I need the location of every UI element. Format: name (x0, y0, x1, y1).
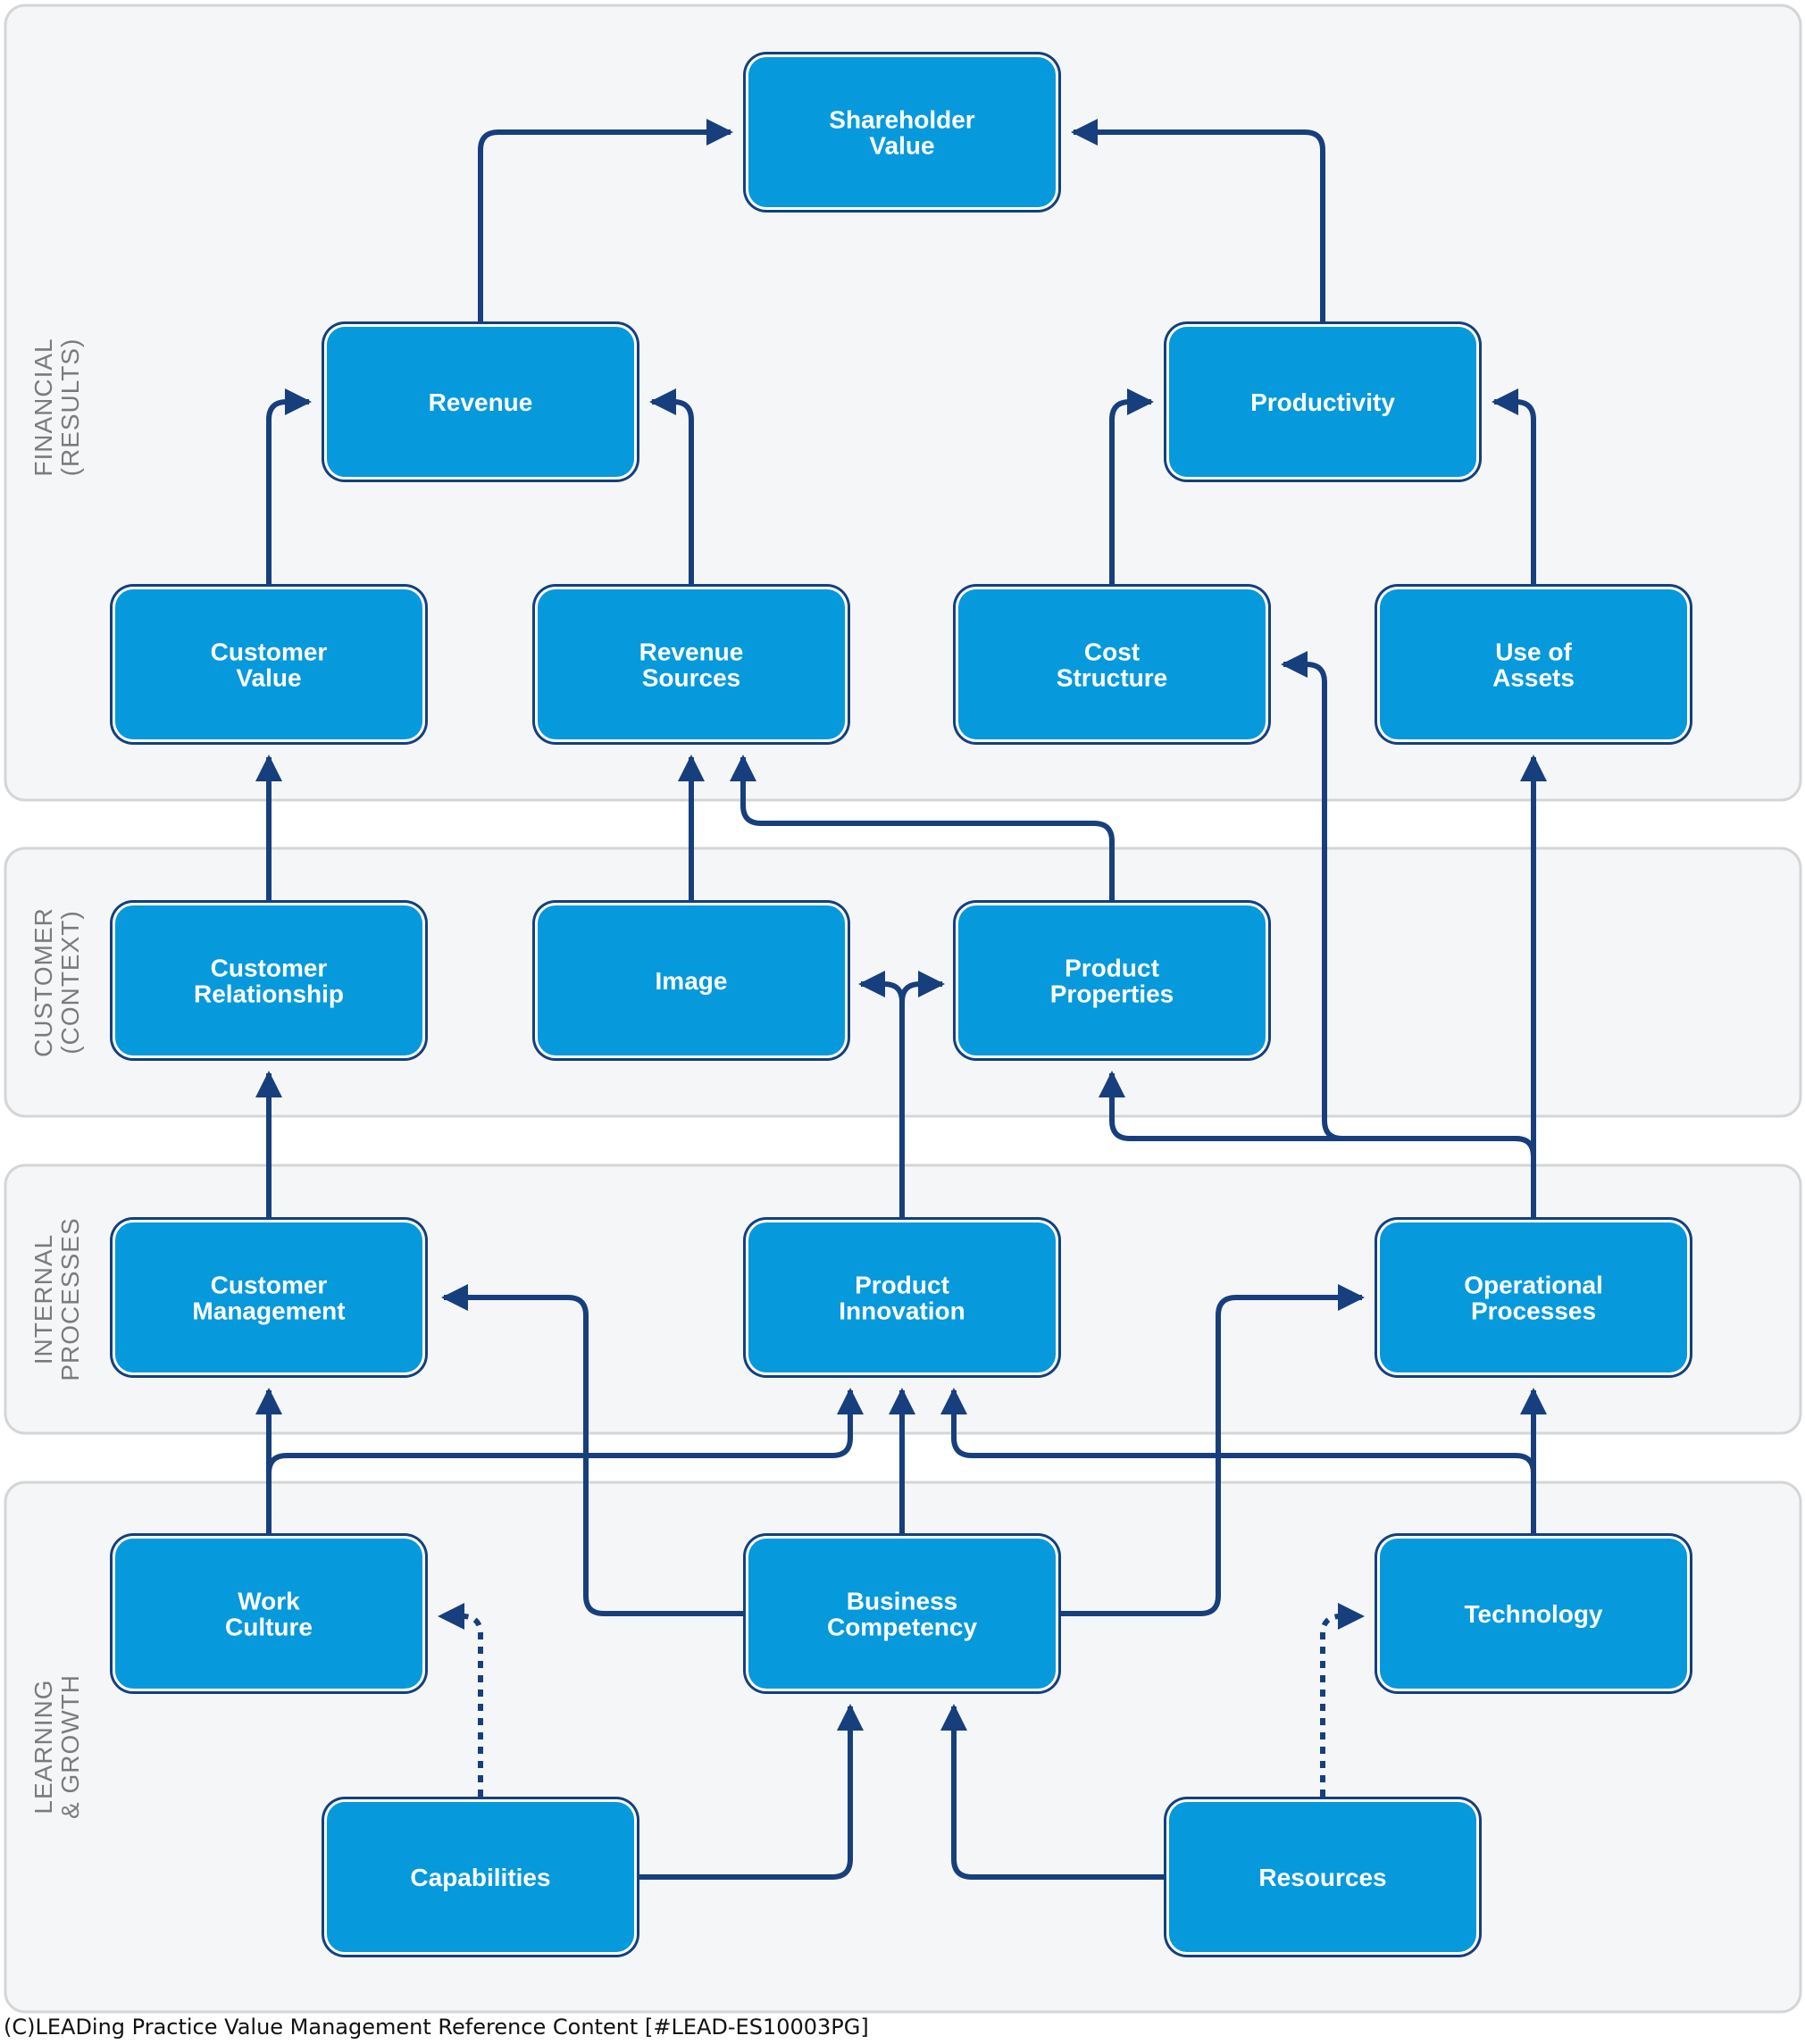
arrow-capabilities-to-work-culture (438, 1603, 483, 1797)
arrow-customer-value-to-revenue (266, 388, 312, 584)
arrow-revenue-sources-to-revenue (649, 388, 694, 584)
arrow-resources-to-technology (1320, 1603, 1365, 1797)
lane-customer: CUSTOMER(CONTEXT) (4, 847, 1802, 1118)
arrow-resources-to-business-competency (940, 1704, 1164, 1880)
arrow-productivity-to-shareholder-value (1071, 119, 1325, 321)
arrow-product-innovation-to-product-properties (899, 971, 945, 1217)
node-label-productivity: Productivity (1250, 388, 1395, 416)
footer-copyright: (C)LEADing Practice Value Management Ref… (4, 2015, 869, 2040)
node-capabilities[interactable]: Capabilities (322, 1797, 639, 1957)
node-productivity[interactable]: Productivity (1164, 321, 1482, 482)
arrow-business-competency-to-customer-management (441, 1284, 743, 1616)
node-label-image: Image (656, 967, 728, 995)
node-image[interactable]: Image (532, 900, 850, 1061)
lane-financial: FINANCIAL(RESULTS) (4, 4, 1802, 802)
arrow-work-culture-to-product-innovation (266, 1388, 864, 1533)
arrow-revenue-to-shareholder-value (478, 119, 733, 321)
arrow-cost-structure-to-productivity (1109, 388, 1154, 584)
arrow-technology-to-product-innovation (940, 1388, 1536, 1533)
node-label-capabilities: Capabilities (410, 1864, 550, 1891)
lane-label-customer: CUSTOMER(CONTEXT) (29, 907, 84, 1057)
node-label-revenue: Revenue (429, 388, 533, 416)
node-resources[interactable]: Resources (1164, 1797, 1482, 1957)
node-technology[interactable]: Technology (1375, 1533, 1692, 1694)
node-label-technology: Technology (1464, 1600, 1602, 1628)
node-revenue[interactable]: Revenue (322, 321, 639, 482)
node-label-resources: Resources (1258, 1864, 1386, 1891)
lane-label-learning: LEARNING& GROWTH (29, 1674, 84, 1819)
lane-label-financial: FINANCIAL(RESULTS) (29, 338, 84, 476)
arrow-product-properties-to-revenue-sources (730, 755, 1115, 900)
lane-label-internal: INTERNALPROCESSES (29, 1217, 84, 1381)
arrow-operational-processes-to-product-properties (1099, 1071, 1536, 1217)
arrow-use-of-assets-to-productivity (1492, 388, 1536, 584)
arrow-capabilities-to-business-competency (639, 1704, 864, 1880)
